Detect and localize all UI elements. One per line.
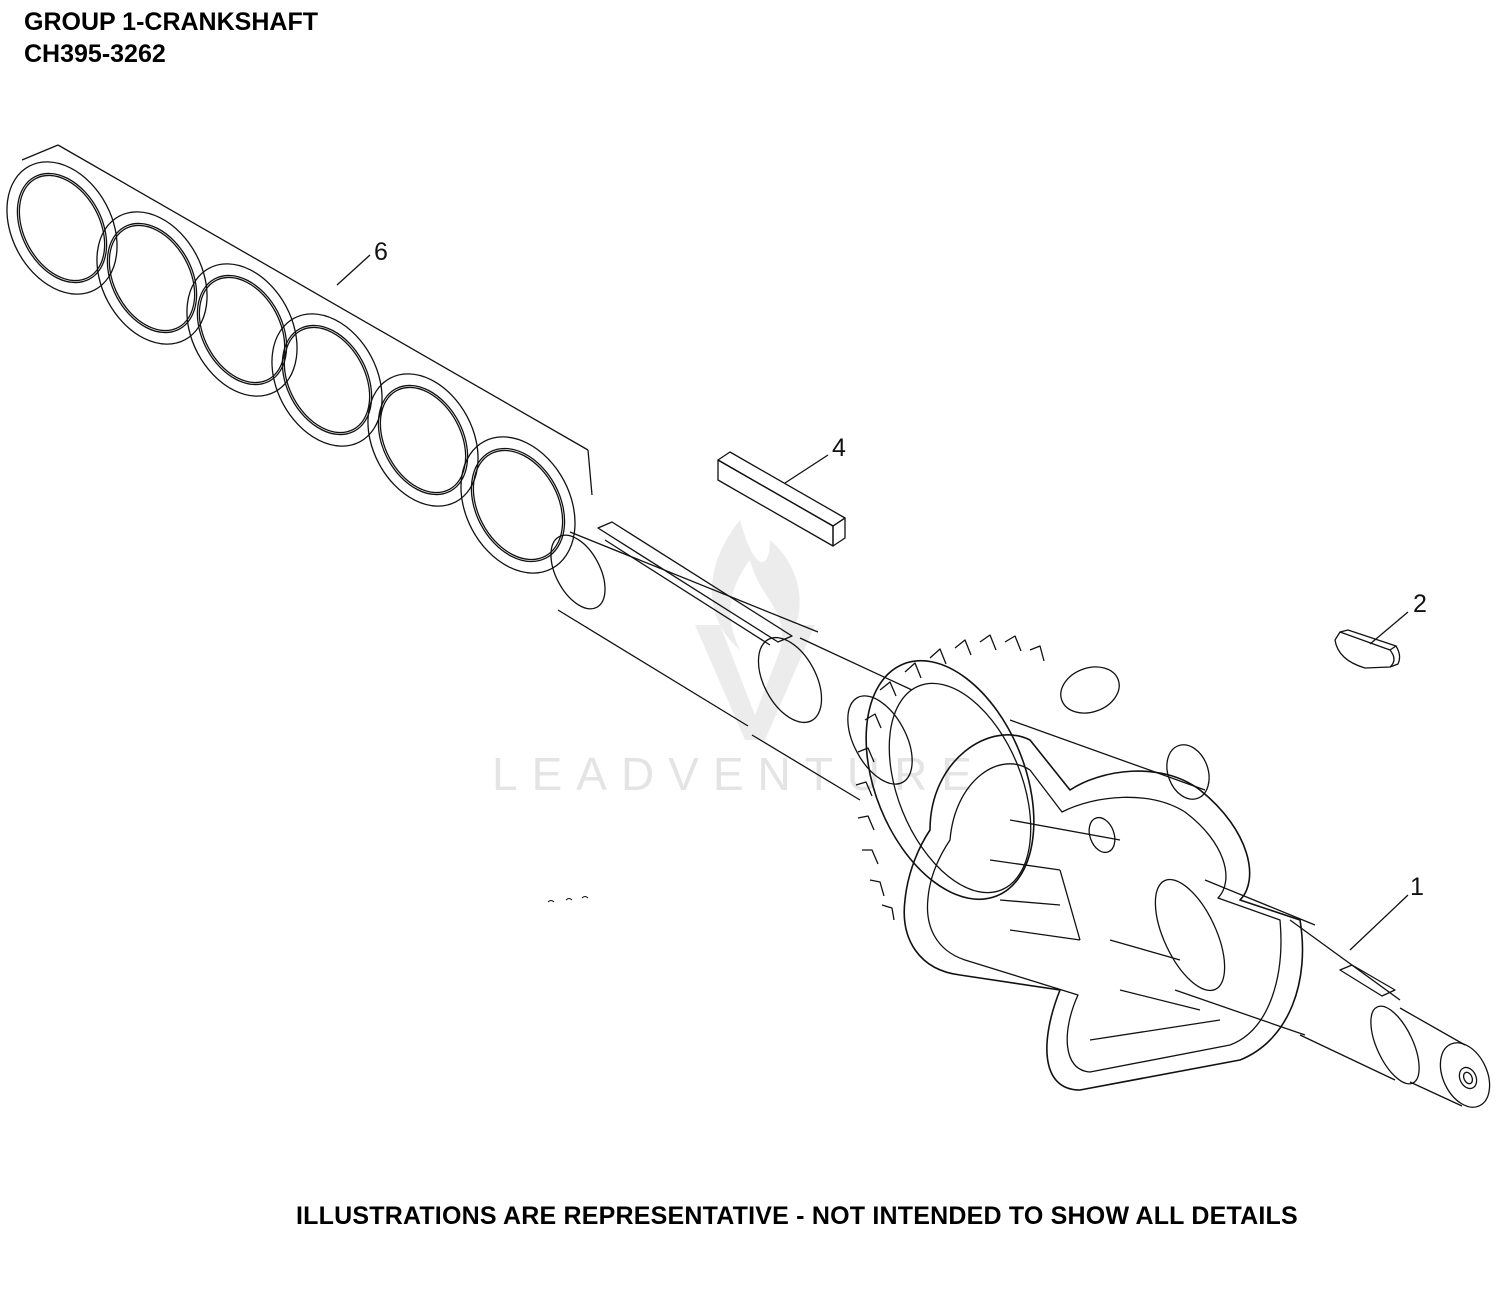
- shim-ring: [460, 436, 576, 574]
- callout-4: 4: [832, 434, 846, 462]
- watermark-flame-icon: [711, 520, 800, 650]
- shim-ring: [186, 263, 298, 397]
- model-number: CH395-3262: [24, 40, 166, 68]
- disclaimer: ILLUSTRATIONS ARE REPRESENTATIVE - NOT I…: [296, 1202, 1298, 1230]
- leader-line-6: [336, 254, 371, 286]
- woodruff-key: [1334, 629, 1401, 669]
- group-title: GROUP 1-CRANKSHAFT: [24, 8, 318, 36]
- stray-marks: [547, 896, 589, 903]
- shim-ring: [271, 313, 383, 447]
- callout-1: 1: [1410, 873, 1424, 901]
- callout-2: 2: [1413, 590, 1427, 618]
- shim-ring: [96, 211, 208, 345]
- shim-ring: [367, 373, 479, 507]
- shim-ring: [6, 161, 118, 295]
- crankshaft: [550, 521, 1491, 1108]
- leader-line-4: [784, 454, 829, 484]
- callout-6: 6: [374, 238, 388, 266]
- watermark-v-icon: [695, 625, 815, 740]
- square-key: [717, 451, 846, 547]
- leader-line-1: [1349, 894, 1409, 951]
- diagram-header: GROUP 1-CRANKSHAFT CH395-3262: [24, 6, 318, 70]
- shim-stack: [6, 144, 593, 574]
- leader-line-2: [1369, 611, 1409, 645]
